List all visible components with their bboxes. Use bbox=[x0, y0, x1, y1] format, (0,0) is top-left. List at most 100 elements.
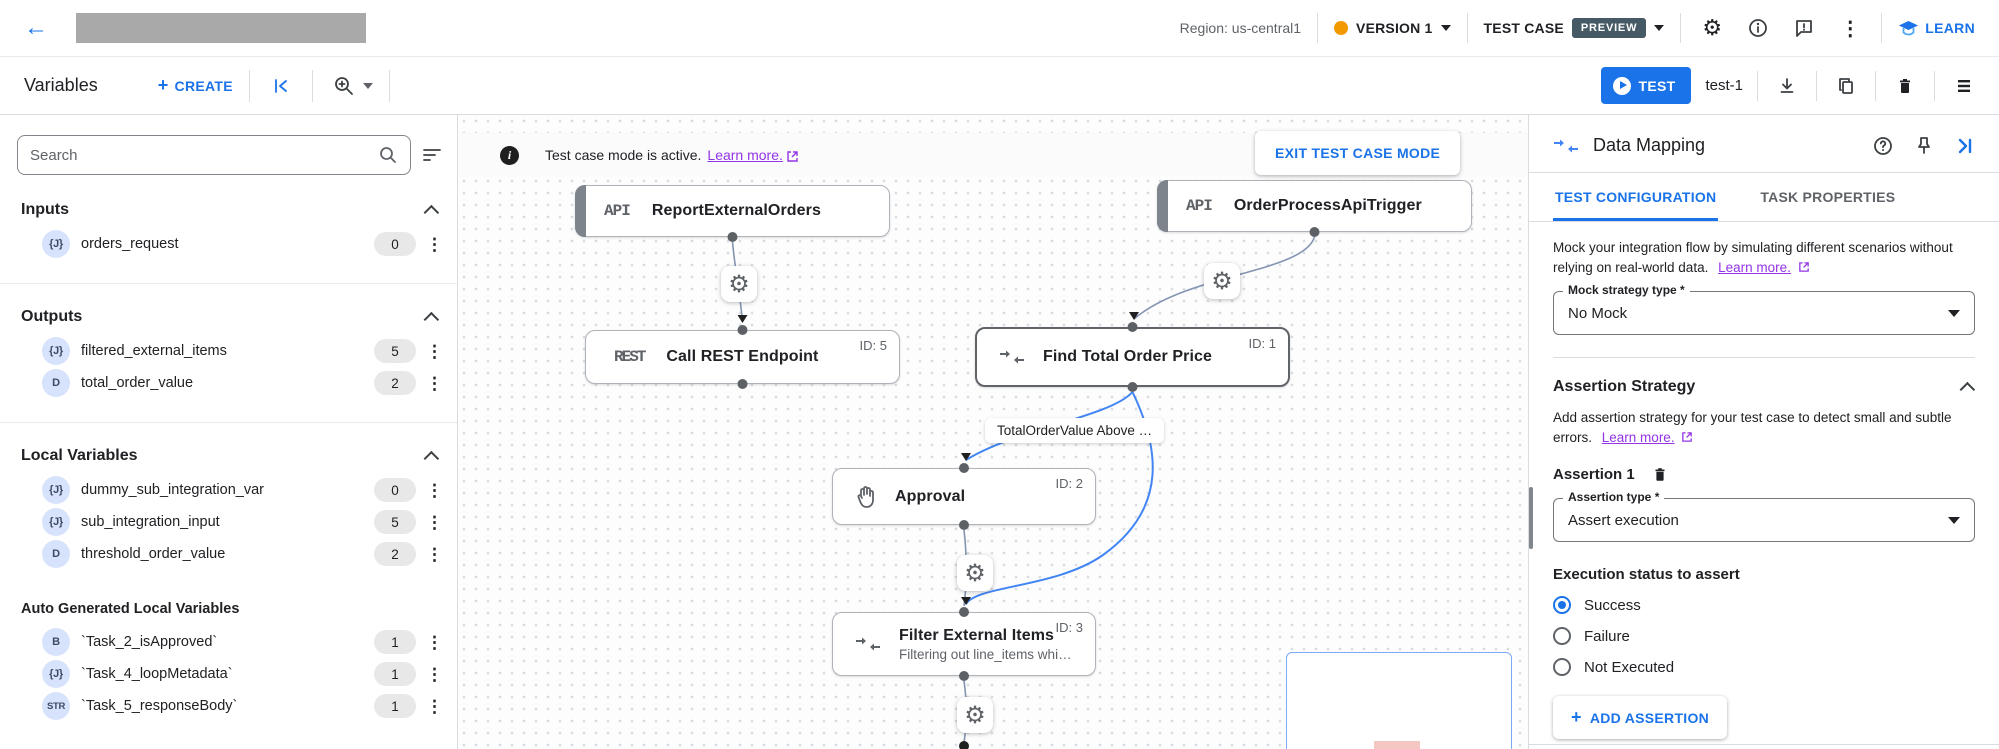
learn-cap-icon bbox=[1899, 20, 1919, 35]
sort-filter-icon[interactable] bbox=[421, 145, 443, 165]
variable-count-badge: 0 bbox=[374, 478, 416, 502]
divider bbox=[1466, 13, 1468, 43]
more-options-icon[interactable]: ⋮ bbox=[426, 480, 443, 500]
search-input-container[interactable] bbox=[17, 135, 411, 175]
help-icon[interactable] bbox=[1873, 136, 1893, 156]
node-approval[interactable]: Approval ID: 2 bbox=[832, 468, 1096, 525]
panel-tabs: TEST CONFIGURATION TASK PROPERTIES bbox=[1529, 173, 1999, 222]
scrollbar-thumb[interactable] bbox=[1529, 487, 1533, 549]
variable-row[interactable]: STR `Task_5_responseBody` 1 ⋮ bbox=[42, 691, 443, 721]
search-input[interactable] bbox=[30, 146, 378, 164]
test-case-dropdown[interactable]: TEST CASE PREVIEW bbox=[1484, 18, 1665, 38]
variable-row[interactable]: D threshold_order_value 2 ⋮ bbox=[42, 539, 443, 569]
radio-label: Not Executed bbox=[1584, 658, 1675, 676]
more-options-icon[interactable]: ⋮ bbox=[1840, 17, 1861, 40]
variable-type-badge: B bbox=[42, 628, 70, 656]
more-options-icon[interactable]: ⋮ bbox=[426, 512, 443, 532]
edge-settings-gear-icon[interactable]: ⚙ bbox=[957, 555, 993, 591]
radio-not-executed[interactable]: Not Executed bbox=[1553, 658, 1975, 677]
collapse-chevron-icon[interactable] bbox=[423, 450, 440, 466]
node-filter-external-items[interactable]: Filter External Items Filtering out line… bbox=[832, 612, 1096, 676]
radio-label: Success bbox=[1584, 596, 1641, 614]
radio-success[interactable]: Success bbox=[1553, 596, 1975, 615]
variable-row[interactable]: {J} orders_request 0 ⋮ bbox=[42, 229, 443, 259]
delete-icon[interactable] bbox=[1890, 71, 1920, 101]
toolbar: Variables + CREATE TEST test-1 bbox=[0, 57, 1999, 115]
variable-count-badge: 2 bbox=[374, 371, 416, 395]
radio-failure[interactable]: Failure bbox=[1553, 627, 1975, 646]
info-icon[interactable] bbox=[1743, 13, 1773, 43]
collapse-chevron-icon[interactable] bbox=[1959, 381, 1976, 398]
settings-gear-icon[interactable]: ⚙ bbox=[1702, 15, 1723, 40]
node-id: ID: 2 bbox=[1055, 476, 1083, 491]
node-title: Approval bbox=[895, 487, 966, 505]
more-options-icon[interactable]: ⋮ bbox=[426, 696, 443, 716]
delete-assertion-icon[interactable] bbox=[1651, 465, 1669, 484]
exit-test-case-mode-button[interactable]: EXIT TEST CASE MODE bbox=[1255, 131, 1461, 175]
feedback-icon[interactable] bbox=[1789, 13, 1819, 43]
back-arrow-icon[interactable]: ← bbox=[24, 14, 48, 41]
learn-more-link[interactable]: Learn more. bbox=[1718, 259, 1791, 275]
collapse-chevron-icon[interactable] bbox=[423, 204, 440, 220]
variable-name: `Task_4_loopMetadata` bbox=[81, 666, 233, 682]
node-call-rest-endpoint[interactable]: REST Call REST Endpoint ID: 5 bbox=[585, 330, 900, 384]
learn-more-link[interactable]: Learn more. bbox=[1601, 429, 1675, 445]
learn-button[interactable]: LEARN bbox=[1898, 20, 1975, 37]
create-variable-button[interactable]: + CREATE bbox=[158, 75, 233, 96]
node-order-process-api-trigger[interactable]: API OrderProcessApiTrigger bbox=[1157, 180, 1472, 232]
download-icon[interactable] bbox=[1772, 71, 1802, 101]
test-case-label: TEST CASE bbox=[1483, 20, 1564, 36]
more-options-icon[interactable]: ⋮ bbox=[426, 234, 443, 254]
copy-icon[interactable] bbox=[1831, 71, 1861, 101]
version-dropdown[interactable]: VERSION 1 bbox=[1334, 20, 1451, 36]
variable-row[interactable]: D total_order_value 2 ⋮ bbox=[42, 368, 443, 398]
node-find-total-order-price[interactable]: Find Total Order Price ID: 1 bbox=[975, 327, 1290, 387]
variable-row[interactable]: B `Task_2_isApproved` 1 ⋮ bbox=[42, 627, 443, 657]
more-options-icon[interactable]: ⋮ bbox=[426, 544, 443, 564]
edge-settings-gear-icon[interactable]: ⚙ bbox=[721, 266, 757, 302]
chevron-down-icon[interactable] bbox=[362, 82, 373, 89]
more-options-icon[interactable]: ⋮ bbox=[426, 632, 443, 652]
pin-icon[interactable] bbox=[1915, 136, 1933, 156]
suspended-node-box[interactable] bbox=[1286, 652, 1512, 749]
zoom-control-dropdown[interactable] bbox=[329, 71, 359, 101]
log-list-icon[interactable] bbox=[1949, 71, 1979, 101]
mock-description-text: Mock your integration flow by simulating… bbox=[1553, 240, 1953, 275]
collapse-panel-icon[interactable] bbox=[266, 71, 296, 101]
outputs-section-header: Outputs bbox=[21, 308, 440, 327]
variable-name: `Task_2_isApproved` bbox=[81, 634, 218, 650]
collapse-chevron-icon[interactable] bbox=[423, 311, 440, 327]
region-label: Region: us-central1 bbox=[1179, 20, 1302, 36]
variable-row[interactable]: {J} sub_integration_input 5 ⋮ bbox=[42, 507, 443, 537]
variable-row[interactable]: {J} dummy_sub_integration_var 0 ⋮ bbox=[42, 475, 443, 505]
plus-icon: + bbox=[157, 75, 169, 95]
learn-more-link[interactable]: Learn more. bbox=[707, 147, 783, 163]
trigger-accent-bar bbox=[1157, 180, 1168, 232]
mock-strategy-select[interactable]: Mock strategy type * No Mock bbox=[1553, 283, 1975, 336]
play-icon bbox=[1612, 76, 1631, 95]
edge-settings-gear-icon[interactable]: ⚙ bbox=[957, 697, 993, 733]
integration-flow-canvas[interactable]: i Test case mode is active. Learn more. … bbox=[458, 115, 1528, 749]
rest-tag: REST bbox=[614, 348, 646, 366]
divider bbox=[311, 69, 313, 102]
trigger-accent-bar bbox=[575, 185, 586, 237]
more-options-icon[interactable]: ⋮ bbox=[426, 664, 443, 684]
variable-count-badge: 0 bbox=[374, 232, 416, 256]
variable-row[interactable]: {J} filtered_external_items 5 ⋮ bbox=[42, 336, 443, 366]
data-mapping-icon bbox=[999, 349, 1025, 365]
collapse-panel-icon[interactable] bbox=[1955, 136, 1975, 156]
edge-condition-label[interactable]: TotalOrderValue Above … bbox=[985, 418, 1165, 443]
add-assertion-button[interactable]: + ADD ASSERTION bbox=[1553, 696, 1728, 740]
radio-selected-icon bbox=[1553, 596, 1571, 615]
node-report-external-orders[interactable]: API ReportExternalOrders bbox=[575, 185, 890, 237]
assertion-type-select[interactable]: Assertion type * Assert execution bbox=[1553, 490, 1975, 543]
test-button[interactable]: TEST bbox=[1600, 67, 1692, 104]
api-tag: API bbox=[1186, 197, 1213, 215]
more-options-icon[interactable]: ⋮ bbox=[426, 341, 443, 361]
tab-task-properties[interactable]: TASK PROPERTIES bbox=[1760, 189, 1896, 205]
tab-test-configuration[interactable]: TEST CONFIGURATION bbox=[1553, 173, 1719, 221]
variable-row[interactable]: {J} `Task_4_loopMetadata` 1 ⋮ bbox=[42, 659, 443, 689]
variable-name: total_order_value bbox=[81, 375, 194, 391]
more-options-icon[interactable]: ⋮ bbox=[426, 373, 443, 393]
edge-settings-gear-icon[interactable]: ⚙ bbox=[1204, 263, 1240, 299]
